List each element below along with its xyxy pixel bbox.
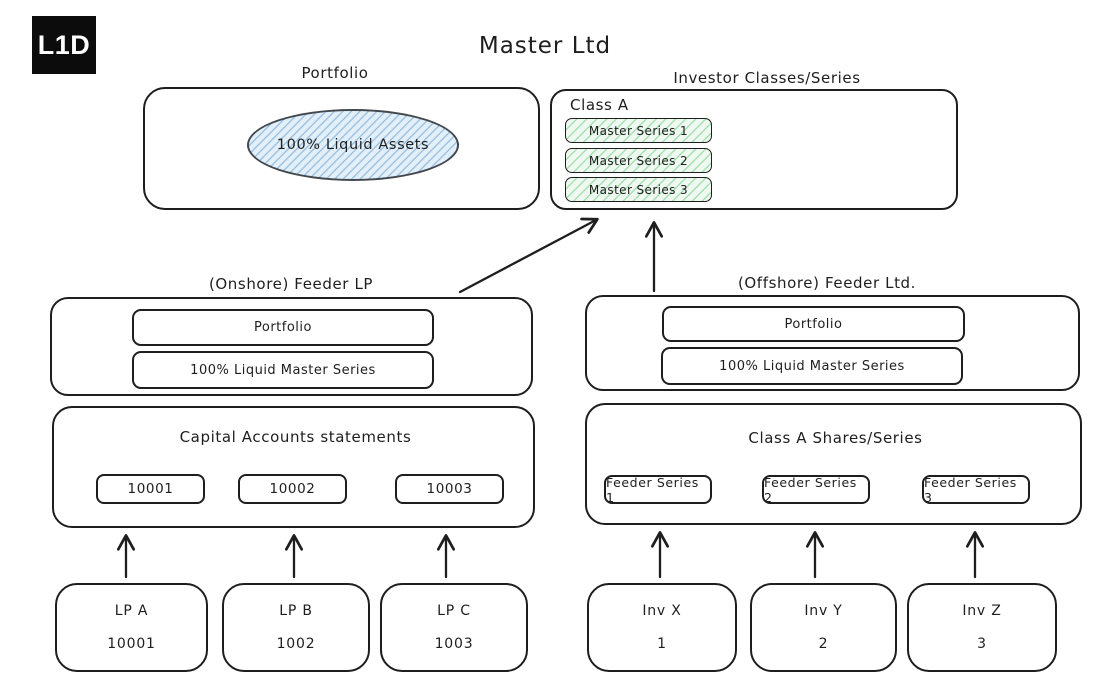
class-a-shares-label: Class A Shares/Series — [748, 429, 923, 447]
lp-b-box: LP B 1002 — [222, 583, 370, 672]
offshore-feeder-label: (Offshore) Feeder Ltd. — [737, 274, 917, 292]
lp-c-name: LP C — [437, 603, 471, 619]
lp-a-name: LP A — [114, 603, 149, 619]
feeder-series-3-label: Feeder Series 3 — [924, 474, 1017, 505]
offshore-holding-label: 100% Liquid Master Series — [719, 358, 905, 374]
liquid-assets-ellipse: 100% Liquid Assets — [247, 109, 459, 181]
offshore-portfolio-label: Portfolio — [784, 316, 843, 332]
capital-accounts-box: Capital Accounts statements 10001 10002 … — [52, 406, 535, 528]
offshore-holding-box: 100% Liquid Master Series — [661, 347, 963, 385]
lp-b-name: LP B — [279, 603, 313, 619]
onshore-holding-label: 100% Liquid Master Series — [190, 362, 376, 378]
arrow-onshore-to-master — [458, 217, 599, 294]
inv-z-number: 3 — [977, 636, 987, 652]
offshore-feeder-box: Portfolio 100% Liquid Master Series — [585, 295, 1080, 391]
inv-x-name: Inv X — [642, 603, 682, 619]
account-10002-box: 10002 — [238, 474, 347, 504]
inv-z-name: Inv Z — [962, 603, 1002, 619]
master-series-2-box: Master Series 2 — [565, 148, 712, 173]
onshore-feeder-box: Portfolio 100% Liquid Master Series — [50, 297, 533, 396]
master-series-3-label: Master Series 3 — [588, 182, 689, 197]
lp-c-number: 1003 — [434, 636, 474, 652]
diagram-title: Master Ltd — [478, 33, 612, 59]
master-series-1-box: Master Series 1 — [565, 118, 712, 143]
feeder-series-1-box: Feeder Series 1 — [604, 474, 712, 505]
liquid-assets-label: 100% Liquid Assets — [276, 137, 430, 153]
account-10001-label: 10001 — [127, 481, 174, 497]
lp-a-box: LP A 10001 — [55, 583, 208, 672]
l1d-logo: L1D — [32, 16, 96, 74]
capital-accounts-label: Capital Accounts statements — [179, 428, 412, 446]
feeder-series-2-box: Feeder Series 2 — [762, 474, 870, 505]
master-series-3-box: Master Series 3 — [565, 177, 712, 202]
class-a-shares-box: Class A Shares/Series Feeder Series 1 Fe… — [585, 403, 1082, 525]
onshore-portfolio-box: Portfolio — [132, 309, 434, 346]
inv-z-box: Inv Z 3 — [907, 583, 1057, 672]
onshore-portfolio-label: Portfolio — [254, 320, 312, 335]
inv-y-number: 2 — [818, 636, 829, 652]
master-series-1-label: Master Series 1 — [588, 123, 689, 138]
account-10001-box: 10001 — [96, 474, 205, 504]
inv-x-number: 1 — [657, 636, 667, 652]
inv-y-box: Inv Y 2 — [750, 583, 897, 672]
onshore-feeder-label: (Onshore) Feeder LP — [208, 275, 374, 293]
lp-b-number: 1002 — [276, 636, 316, 652]
lp-a-number: 10001 — [107, 636, 156, 652]
investor-classes-label: Investor Classes/Series — [673, 69, 861, 87]
offshore-portfolio-box: Portfolio — [662, 306, 965, 342]
onshore-holding-box: 100% Liquid Master Series — [132, 351, 434, 389]
feeder-series-3-box: Feeder Series 3 — [922, 474, 1030, 505]
account-10003-label: 10003 — [426, 481, 473, 497]
account-10002-label: 10002 — [269, 481, 316, 497]
lp-c-box: LP C 1003 — [380, 583, 528, 672]
feeder-series-1-label: Feeder Series 1 — [606, 474, 699, 505]
inv-y-name: Inv Y — [804, 603, 843, 619]
account-10003-box: 10003 — [395, 474, 504, 504]
feeder-series-2-label: Feeder Series 2 — [764, 474, 857, 505]
master-portfolio-label: Portfolio — [301, 64, 369, 82]
investor-classes-box: Class A Master Series 1 Master Series 2 … — [550, 89, 958, 210]
inv-x-box: Inv X 1 — [587, 583, 737, 672]
master-series-2-label: Master Series 2 — [588, 153, 689, 168]
class-a-label: Class A — [570, 96, 629, 114]
l1d-logo-text: L1D — [37, 29, 91, 60]
